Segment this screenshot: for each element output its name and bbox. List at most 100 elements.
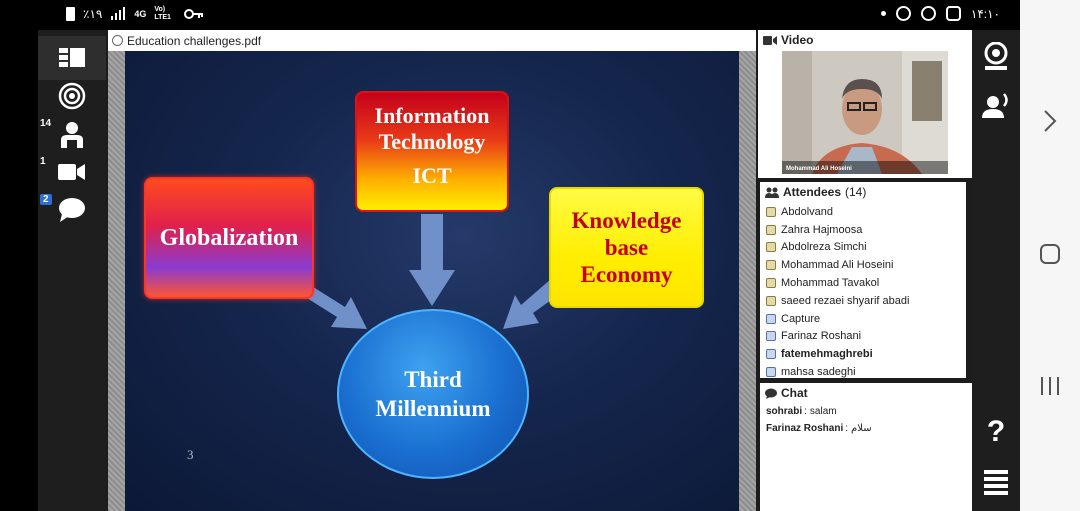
video-header: Video — [758, 30, 972, 50]
signal-icon — [111, 7, 126, 20]
attendee-name: mahsa sadeghi — [781, 366, 856, 379]
attendee-status-icon — [766, 313, 776, 324]
presentation-icon — [112, 35, 123, 46]
presentation-header: Education challenges.pdf — [108, 30, 756, 51]
network-sub: Vo) LTE1 — [154, 6, 171, 21]
video-camera-icon — [763, 35, 777, 45]
webcam-icon — [984, 42, 1008, 70]
battery-icon — [66, 7, 75, 21]
chat-separator: : — [804, 406, 807, 417]
nav-forward-button[interactable] — [1020, 108, 1080, 134]
information-technology-box: Information Technology ICT — [355, 91, 509, 212]
menu-icon — [984, 470, 1008, 495]
system-navigation — [1020, 0, 1080, 511]
layout-button[interactable] — [38, 36, 106, 80]
knowledge-economy-box: Knowledge base Economy — [549, 187, 704, 308]
nav-home-button[interactable] — [1020, 242, 1080, 266]
home-icon — [1040, 244, 1060, 264]
attendee-row[interactable]: Zahra Hajmoosa — [766, 221, 966, 239]
webcam-button[interactable] — [972, 42, 1020, 70]
chat-text: سلام — [851, 423, 872, 434]
arrow-right — [503, 279, 559, 329]
attendees-header: Attendees (14) — [760, 182, 966, 202]
help-button[interactable]: ? — [972, 415, 1020, 449]
chevron-right-icon — [1044, 110, 1057, 132]
attendee-row[interactable]: Capture — [766, 310, 966, 328]
presentation-panel: Education challenges.pdf Globalization I… — [108, 30, 756, 511]
chrome-icon — [895, 6, 911, 21]
presenter-image — [782, 51, 948, 174]
attendee-status-icon — [766, 206, 776, 217]
whatsapp-icon — [920, 6, 936, 21]
chat-sender: Farinaz Roshani — [766, 423, 844, 434]
chat-bubble-icon — [765, 388, 777, 399]
attendee-status-icon — [766, 278, 776, 289]
attendee-row[interactable]: saeed rezaei shyarif abadi — [766, 292, 966, 310]
attendee-row[interactable]: Abdolvand — [766, 203, 966, 221]
user-voice-button[interactable] — [972, 92, 1020, 118]
attendee-name: Zahra Hajmoosa — [781, 223, 863, 236]
knowledge-line2: base — [604, 234, 649, 260]
cameras-button[interactable]: 1 — [38, 150, 106, 194]
attendee-name: fatemehmaghrebi — [781, 348, 873, 361]
knowledge-line1: Knowledge — [571, 207, 682, 233]
chat-sender: sohrabi — [766, 406, 803, 417]
layout-icon — [59, 48, 85, 67]
chat-bubble-icon — [59, 198, 85, 222]
slide-margin-left — [108, 51, 125, 511]
attendee-status-icon — [766, 295, 776, 306]
clock: ۱۴:۱۰ — [970, 6, 1000, 21]
globalization-label: Globalization — [159, 224, 299, 251]
video-feed[interactable]: Mohammad Ali Hoseini — [782, 51, 948, 174]
chat-text: salam — [809, 406, 837, 417]
attendee-status-icon — [766, 367, 776, 378]
nav-recents-button[interactable] — [1020, 374, 1080, 398]
chat-separator: : — [845, 423, 849, 434]
attendee-row[interactable]: Abdolreza Simchi — [766, 239, 966, 257]
attendee-name: Mohammad Ali Hoseini — [781, 259, 894, 272]
presentation-file-name: Education challenges.pdf — [127, 33, 262, 48]
globalization-box: Globalization — [144, 177, 314, 299]
attendee-row[interactable]: Farinaz Roshani — [766, 328, 966, 346]
arrow-top — [409, 214, 455, 306]
key-icon — [184, 9, 204, 19]
recents-icon — [1041, 377, 1059, 395]
attendee-status-icon — [766, 349, 776, 360]
menu-button[interactable] — [972, 470, 1020, 496]
slide-margin-right — [739, 51, 756, 511]
notification-dot-icon — [880, 11, 886, 16]
broadcast-button[interactable] — [38, 74, 106, 118]
attendee-name: Mohammad Tavakol — [781, 277, 880, 290]
info-tech-line1: Information — [374, 103, 490, 128]
attendee-row[interactable]: Mohammad Ali Hoseini — [766, 256, 966, 274]
users-icon — [765, 187, 779, 198]
participants-badge: 14 — [40, 118, 52, 129]
attendee-status-icon — [766, 260, 776, 271]
attendee-name: Abdolvand — [781, 205, 833, 218]
attendees-count: (14) — [845, 185, 867, 199]
battery-level: ٪۱۹ — [83, 7, 103, 21]
video-title: Video — [781, 33, 814, 47]
attendee-name: Farinaz Roshani — [781, 330, 862, 343]
screen-edge — [0, 0, 38, 511]
circle-line1: Third — [404, 366, 462, 392]
status-right: ۱۴:۱۰ — [880, 6, 1000, 21]
attendee-status-icon — [766, 331, 776, 342]
network-type: 4G — [134, 9, 147, 19]
circle-line2: Millennium — [375, 396, 491, 421]
attendee-row[interactable]: fatemehmaghrebi — [766, 345, 966, 363]
user-voice-icon — [982, 93, 1008, 118]
slide-page-number: 3 — [187, 447, 194, 462]
info-tech-line2: Technology — [378, 128, 486, 154]
knowledge-line3: Economy — [580, 262, 673, 288]
slide-canvas: Globalization Information Technology ICT… — [125, 51, 739, 511]
chat-button[interactable]: 2 — [38, 188, 106, 232]
attendee-row[interactable]: mahsa sadeghi — [766, 363, 966, 381]
attendee-row[interactable]: Mohammad Tavakol — [766, 274, 966, 292]
chat-message: sohrabi:salam — [760, 403, 972, 420]
participants-button[interactable]: 14 — [38, 112, 106, 156]
target-icon — [58, 82, 86, 110]
